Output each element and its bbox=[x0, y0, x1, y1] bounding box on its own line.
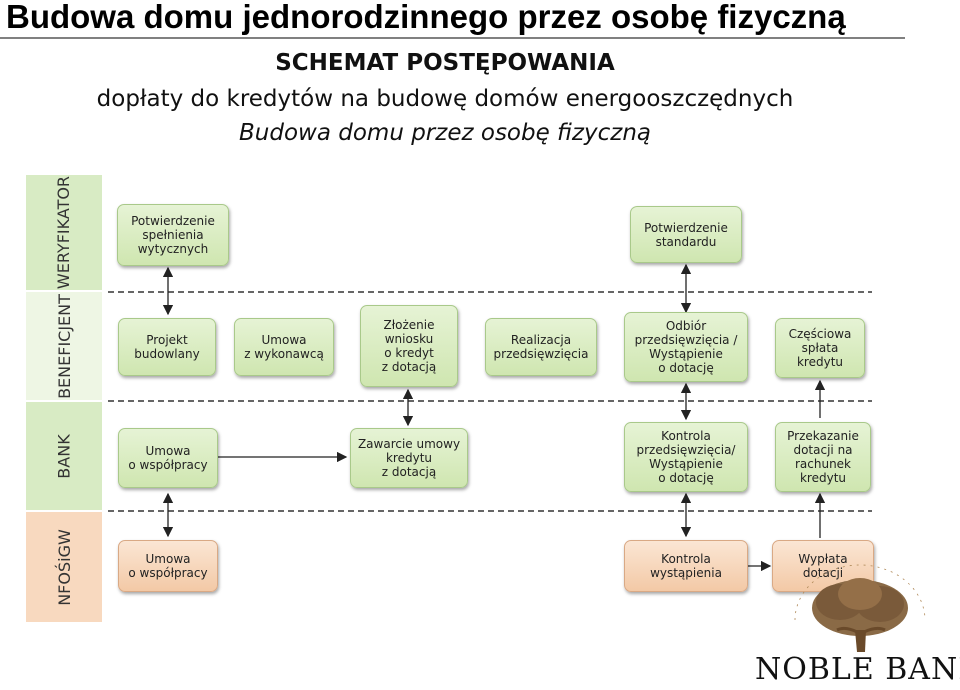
schema-heading: SCHEMAT POSTĘPOWANIA bbox=[275, 50, 615, 76]
box-bank-umowa-o-wspolpracy: Umowa o współpracy bbox=[118, 428, 218, 488]
box-zlozenie-wniosku: Złożenie wniosku o kredyt z dotacją bbox=[360, 305, 458, 387]
bank-logo bbox=[785, 560, 935, 655]
lane-bank: BANK bbox=[26, 402, 102, 510]
box-potwierdzenie-standardu: Potwierdzenie standardu bbox=[630, 206, 742, 263]
oak-tree-icon bbox=[794, 564, 926, 652]
schema-subheading: dopłaty do kredytów na budowę domów ener… bbox=[96, 86, 794, 112]
box-kontrola-przedsiewziecia: Kontrola przedsięwzięcia/ Wystąpienie o … bbox=[624, 422, 748, 492]
title-divider bbox=[0, 37, 905, 39]
page-title: Budowa domu jednorodzinnego przez osobę … bbox=[6, 0, 846, 35]
box-potwierdzenie-wytycznych: Potwierdzenie spełnienia wytycznych bbox=[117, 204, 229, 266]
box-odbior-przedsiewziecia: Odbiór przedsięwzięcia / Wystąpienie o d… bbox=[624, 312, 748, 382]
box-nfos-umowa-o-wspolpracy: Umowa o współpracy bbox=[118, 540, 218, 592]
box-przekazanie-dotacji: Przekazanie dotacji na rachunek kredytu bbox=[775, 422, 871, 492]
lane-beneficjent: BENEFICJENT bbox=[26, 292, 102, 400]
box-kontrola-wystapienia: Kontrola wystąpienia bbox=[624, 540, 748, 592]
box-umowa-z-wykonawca: Umowa z wykonawcą bbox=[234, 318, 334, 376]
box-realizacja-przedsiewziecia: Realizacja przedsięwzięcia bbox=[485, 318, 597, 376]
brand-name: NOBLE BANK bbox=[755, 652, 960, 687]
box-czesciowa-splata: Częściowa spłata kredytu bbox=[775, 318, 865, 378]
lane-nfosigw: NFOŚiGW bbox=[26, 512, 102, 622]
box-projekt-budowlany: Projekt budowlany bbox=[118, 318, 216, 376]
box-zawarcie-umowy-kredytu: Zawarcie umowy kredytu z dotacją bbox=[350, 428, 468, 488]
lane-weryfikator: WERYFIKATOR bbox=[26, 175, 102, 290]
schema-subtitle: Budowa domu przez osobę fizyczną bbox=[239, 120, 651, 146]
